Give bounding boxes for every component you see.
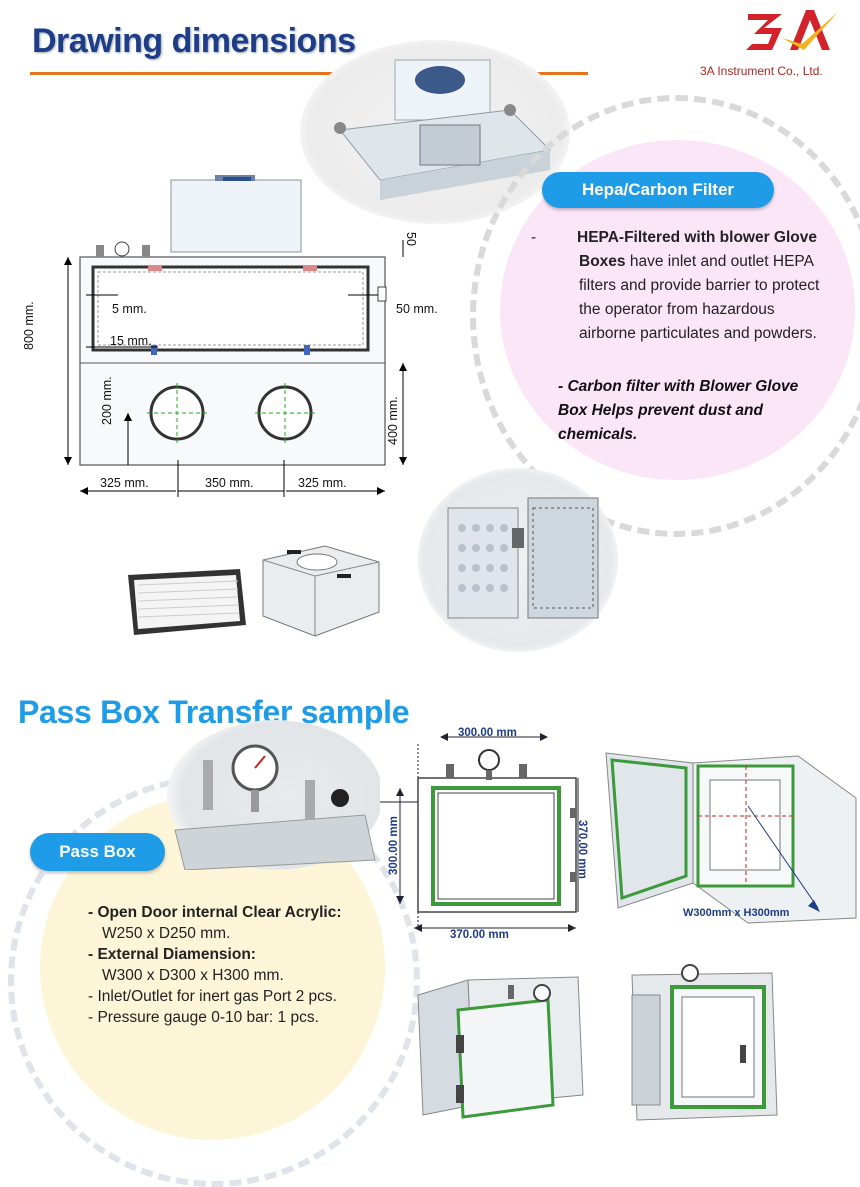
dim-400mm: 400 mm. bbox=[386, 396, 400, 445]
hepa-filter-image bbox=[128, 569, 246, 635]
glovebox-dimension-drawing bbox=[64, 175, 407, 497]
dim-200mm: 200 mm. bbox=[100, 376, 114, 425]
glovebox-photo-right bbox=[418, 468, 618, 652]
company-name: 3A Instrument Co., Ltd. bbox=[700, 64, 823, 78]
dim-15mm: 15 mm. bbox=[110, 334, 152, 348]
hepa-bullet-bold: HEPA-Filtered with blower Glove Boxes bbox=[577, 229, 817, 270]
hepa-carbon-badge: Hepa/Carbon Filter bbox=[542, 172, 774, 208]
spec-line: - External Diamension: bbox=[88, 946, 256, 963]
pass-box-render-1 bbox=[417, 976, 584, 1119]
pass-dim-right: 370.00 mm bbox=[576, 820, 588, 879]
bullet-dash: - bbox=[531, 229, 537, 246]
pass-3d-label: W300mm x H300mm bbox=[683, 907, 790, 919]
hepa-bullet-rest: have inlet and outlet HEPA filters and p… bbox=[579, 253, 820, 342]
dim-800mm: 800 mm. bbox=[22, 301, 36, 350]
dim-50mm: 50 mm. bbox=[396, 302, 438, 316]
pass-dim-bottom: 370.00 mm bbox=[450, 929, 509, 941]
pass-box-title: Pass Box Transfer sample bbox=[18, 694, 410, 730]
pass-box-render-2 bbox=[631, 964, 778, 1121]
pass-dim-top: 300.00 mm bbox=[458, 727, 517, 739]
dim-325mm-right: 325 mm. bbox=[298, 476, 347, 490]
pass-box-3d-drawing bbox=[605, 752, 857, 924]
pressure-gauge-photo bbox=[167, 720, 380, 870]
pass-dim-left: 300.00 mm bbox=[388, 816, 400, 875]
pass-box-badge: Pass Box bbox=[30, 833, 165, 871]
carbon-bullet: - Carbon filter with Blower Glove Box He… bbox=[558, 378, 799, 443]
decor-dashed-ring bbox=[470, 95, 860, 537]
spec-line: - Inlet/Outlet for inert gas Port 2 pcs. bbox=[88, 988, 337, 1005]
dim-350mm: 350 mm. bbox=[205, 476, 254, 490]
spec-line: - Pressure gauge 0-10 bar: 1 pcs. bbox=[88, 1009, 319, 1026]
spec-line: W250 x D250 mm. bbox=[102, 925, 231, 942]
glovebox-photo-top bbox=[300, 40, 570, 224]
company-logo bbox=[746, 10, 838, 50]
dim-50-top: 50 bbox=[403, 232, 418, 246]
spec-line: - Open Door internal Clear Acrylic: bbox=[88, 904, 342, 921]
dim-325mm-left: 325 mm. bbox=[100, 476, 149, 490]
spec-line: W300 x D300 x H300 mm. bbox=[102, 967, 284, 984]
page-title: Drawing dimensions bbox=[32, 22, 356, 60]
filter-housing-image bbox=[262, 545, 380, 637]
title-underline bbox=[30, 72, 588, 75]
dim-5mm: 5 mm. bbox=[112, 302, 147, 316]
hepa-bullet: - HEPA-Filtered with blower Glove Boxes h… bbox=[531, 226, 830, 346]
pass-box-front-drawing bbox=[380, 733, 579, 932]
pass-box-specs: - Open Door internal Clear Acrylic: W250… bbox=[88, 902, 388, 1028]
hepa-description: - HEPA-Filtered with blower Glove Boxes h… bbox=[531, 226, 830, 346]
